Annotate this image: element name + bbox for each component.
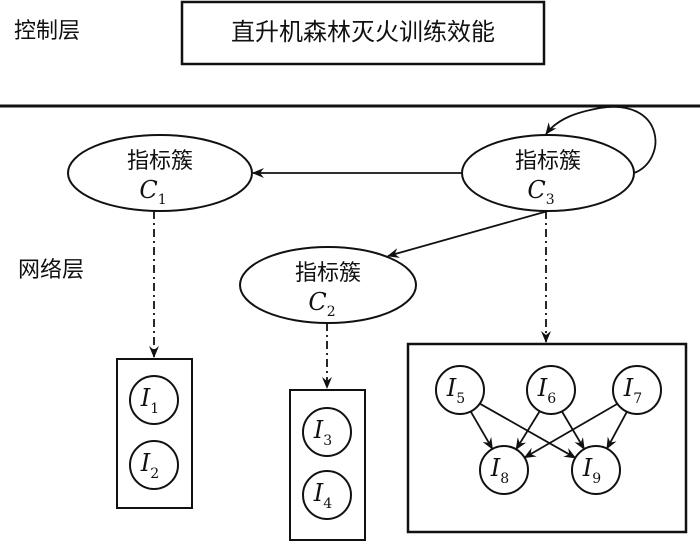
network-layer-label: 网络层 [18, 258, 84, 283]
edge-i7-i8 [523, 402, 618, 459]
control-layer-label: 控制层 [14, 19, 80, 44]
cluster-c1: 指标簇 C1 [67, 134, 253, 212]
indicator-i2: I2 [129, 440, 179, 490]
edge-i5-i8 [470, 411, 494, 450]
edge-i6-i9 [561, 411, 586, 450]
indicator-i7: I7 [612, 365, 662, 415]
indicator-group-2 [289, 389, 366, 541]
indicator-i5: I5 [435, 365, 485, 415]
cluster-c3: 指标簇 C3 [461, 134, 635, 212]
indicator-label: I4 [313, 479, 332, 512]
cluster-c3-label: C3 [527, 176, 554, 208]
indicator-group-1 [116, 358, 193, 509]
indicator-i9: I9 [571, 445, 621, 495]
indicator-circle [302, 407, 352, 457]
indicator-label: I6 [537, 374, 556, 407]
indicator-label: I3 [313, 416, 332, 449]
cluster-c1-title: 指标簇 [127, 149, 193, 174]
goal-box [180, 0, 546, 66]
edge-i7-i9 [606, 411, 628, 450]
indicator-circle [571, 445, 621, 495]
edge-c3-self-loop [545, 106, 657, 174]
indicator-i3: I3 [302, 407, 352, 457]
indicator-label: I7 [623, 374, 642, 407]
indicator-i1: I1 [129, 375, 179, 425]
indicator-label: I9 [582, 454, 601, 487]
indicator-circle [129, 440, 179, 490]
indicator-label: I2 [140, 449, 159, 482]
cluster-c2-title: 指标簇 [295, 261, 361, 286]
indicator-circle [129, 375, 179, 425]
indicator-circle [612, 365, 662, 415]
indicator-circle [302, 470, 352, 520]
indicator-i8: I8 [479, 445, 529, 495]
indicator-links [470, 402, 628, 459]
edge-i6-i8 [515, 411, 541, 451]
indicator-label: I8 [490, 454, 509, 487]
indicator-circle [526, 365, 576, 415]
indicator-circle [435, 365, 485, 415]
cluster-c2-label: C2 [308, 288, 335, 320]
cluster-c3-title: 指标簇 [515, 149, 581, 174]
goal-text: 直升机森林灭火训练效能 [231, 18, 495, 46]
indicator-label: I5 [446, 374, 465, 407]
cluster-c1-label: C1 [139, 176, 166, 208]
indicator-group-3 [406, 342, 688, 534]
indicator-label: I1 [140, 384, 159, 417]
cluster-c2: 指标簇 C2 [239, 246, 417, 324]
indicator-i4: I4 [302, 470, 352, 520]
indicator-i6: I6 [526, 365, 576, 415]
edge-c3-c2 [387, 210, 549, 258]
indicator-circle [479, 445, 529, 495]
